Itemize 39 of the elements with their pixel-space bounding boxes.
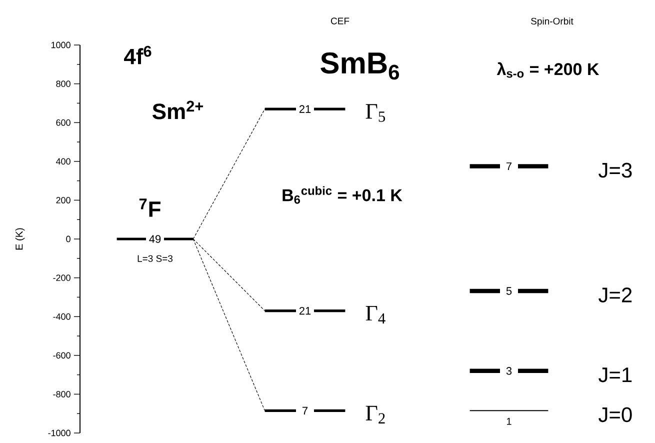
tick-label: -800	[53, 391, 70, 398]
energy-level: 5	[470, 287, 548, 295]
tick-label: 400	[56, 158, 70, 165]
tick-label: -200	[53, 274, 70, 281]
level-label: J=3	[598, 162, 632, 178]
level-label: Γ$_{5}$	[366, 104, 386, 122]
splitting-line	[192, 238, 266, 312]
tick-label: -400	[53, 313, 70, 320]
heading-text: 4f$^{6}$	[124, 46, 152, 64]
tick-label: -600	[53, 352, 70, 359]
level-label: L=3 S=3	[138, 255, 173, 262]
level-label: J=0	[598, 407, 632, 422]
heading-text: λ$_{s-o}$ = +200 K	[496, 62, 600, 78]
tick-label: -1000	[48, 430, 70, 436]
heading-text: SmB$_{6}$	[320, 52, 399, 80]
splitting-line	[192, 238, 266, 411]
heading-text: CEF	[331, 18, 350, 24]
energy-level: 7	[470, 162, 548, 170]
energy-level: 7	[264, 406, 346, 414]
tick-label: 800	[56, 80, 70, 87]
energy-level: 49	[116, 235, 194, 243]
tick-label: 1000	[51, 42, 70, 48]
splitting-line	[192, 108, 266, 240]
energy-level: 1	[469, 410, 549, 425]
heading-text: Sm$^{2+}$	[152, 100, 204, 120]
tick-label: 200	[56, 197, 70, 204]
energy-level: 3	[470, 367, 548, 375]
level-label: Γ$_{2}$	[366, 406, 385, 424]
level-label: $^{7}$F	[139, 198, 160, 217]
energy-level: 21	[264, 306, 346, 315]
level-label: J=2	[598, 288, 632, 302]
energy-level: 21	[264, 105, 346, 113]
tick-label: 0	[66, 236, 70, 242]
axis-title: E (K)	[15, 228, 25, 250]
heading-text: B$_{6}$$^{cubic}$ = +0.1 K	[282, 186, 402, 204]
level-label: Γ$_{4}$	[366, 306, 386, 324]
tick-label: 600	[56, 119, 70, 126]
heading-text: Spin-Orbit	[531, 18, 574, 26]
level-label: J=1	[598, 368, 632, 382]
